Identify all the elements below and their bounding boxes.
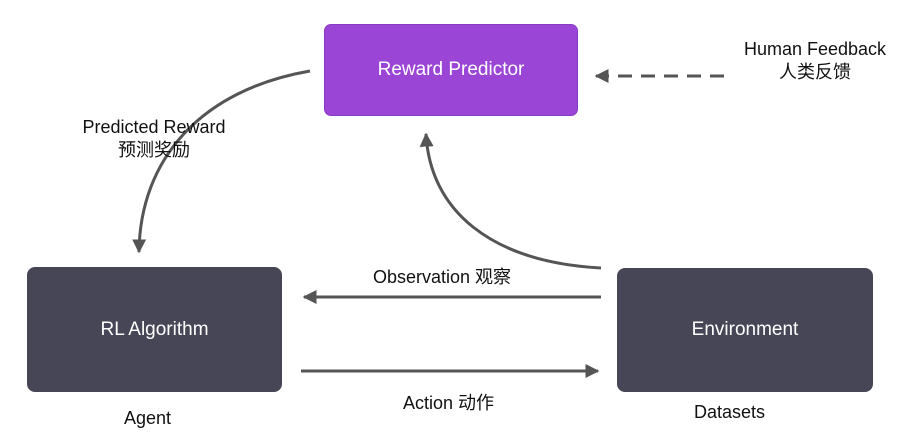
agent-label: Agent	[124, 408, 172, 428]
predicted-reward-zh: 预测奖励	[118, 140, 190, 160]
observation-label: Observation 观察	[373, 267, 512, 287]
human-feedback-zh: 人类反馈	[779, 62, 851, 82]
rl-algorithm-label: RL Algorithm	[100, 318, 209, 340]
human-feedback-label: Human Feedback 人类反馈	[726, 38, 904, 84]
reward-predictor-label: Reward Predictor	[377, 59, 525, 80]
environment-label: Environment	[691, 319, 799, 340]
datasets-label: Datasets	[694, 402, 766, 422]
predicted-reward-label: Predicted Reward 预测奖励	[60, 116, 248, 162]
predicted-reward-arrow	[132, 69, 311, 254]
environment-node: Environment	[617, 268, 873, 392]
rl-algorithm-node: RL Algorithm	[27, 267, 282, 392]
action-label: Action 动作	[403, 393, 495, 413]
human-feedback-en: Human Feedback	[743, 39, 887, 59]
predicted-reward-en: Predicted Reward	[82, 117, 226, 137]
environment-to-reward-arrow	[419, 132, 602, 270]
reward-predictor-node: Reward Predictor	[324, 24, 578, 116]
